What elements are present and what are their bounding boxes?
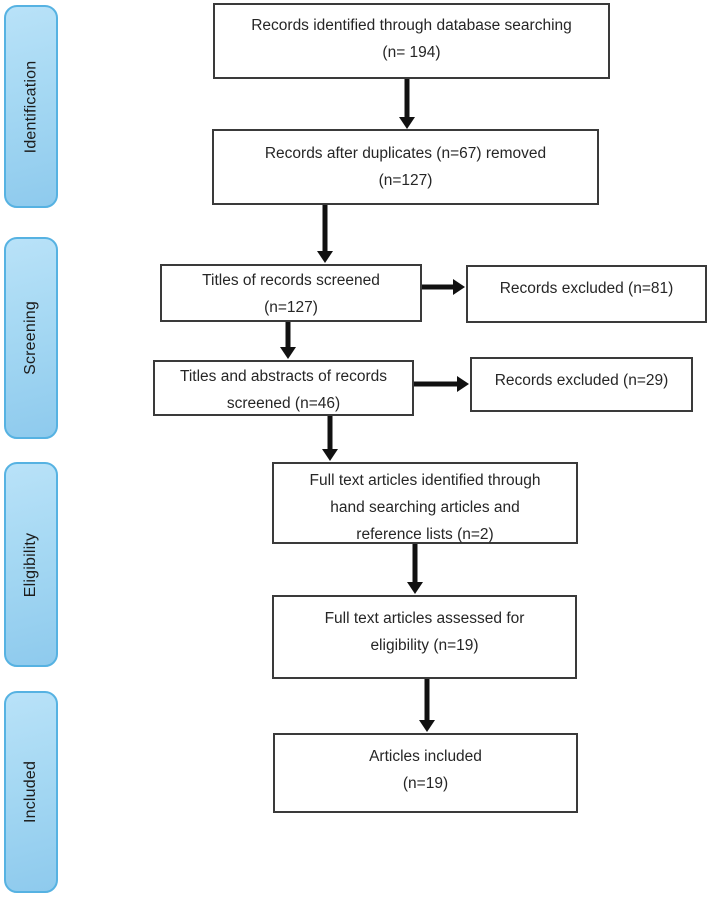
stage-eligibility-label: Eligibility: [22, 532, 40, 597]
flow-box-text: Full text articles assessed for: [324, 610, 525, 627]
flow-box-articles-included: Articles included (n=19): [273, 733, 578, 813]
flow-box-records-excluded-abstracts: Records excluded (n=29): [470, 357, 693, 412]
flow-box-text: Records excluded (n=81): [499, 280, 674, 297]
flow-box-records-excluded-titles: Records excluded (n=81): [466, 265, 707, 323]
stage-screening: Screening: [4, 237, 58, 439]
flow-box-text: hand searching articles and: [330, 499, 520, 516]
flow-box-text: Records identified through database sear…: [251, 17, 572, 34]
flow-box-titles-screened: Titles of records screened (n=127): [160, 264, 422, 322]
flow-box-text: Titles of records screened: [202, 272, 380, 289]
stage-eligibility: Eligibility: [4, 462, 58, 667]
flow-box-text: Articles included: [369, 748, 482, 765]
flow-box-hand-search: Full text articles identified through ha…: [272, 462, 578, 544]
flow-box-count: (n=19): [402, 775, 449, 792]
stage-identification: Identification: [4, 5, 58, 208]
arrow-identified-to-duplicates: [399, 79, 415, 129]
arrow-titles-to-abstracts: [280, 322, 296, 359]
flow-box-after-duplicates: Records after duplicates (n=67) removed …: [212, 129, 599, 205]
arrow-duplicates-to-titles: [317, 205, 333, 263]
flow-box-abstracts-screened: Titles and abstracts of records screened…: [153, 360, 414, 416]
flow-box-text: Records excluded (n=29): [494, 372, 669, 389]
flow-box-count: screened (n=46): [226, 395, 341, 412]
flow-box-count: (n=127): [264, 299, 318, 316]
stage-identification-label: Identification: [22, 60, 40, 153]
arrow-titles-to-excluded: [422, 279, 465, 295]
flow-box-count: (n=127): [378, 172, 433, 189]
flow-box-text: Records after duplicates (n=67) removed: [264, 145, 547, 162]
arrow-abstracts-to-excluded: [414, 376, 469, 392]
flow-box-count: (n= 194): [382, 44, 441, 61]
arrow-abstracts-to-handsearch: [322, 416, 338, 461]
arrow-assessed-to-included: [419, 679, 435, 732]
flow-box-records-identified: Records identified through database sear…: [213, 3, 610, 79]
flow-box-text: Full text articles identified through: [309, 472, 541, 489]
stage-screening-label: Screening: [22, 301, 40, 375]
stage-included-label: Included: [22, 760, 39, 824]
flow-box-count: eligibility (n=19): [370, 637, 479, 654]
flow-box-text: Titles and abstracts of records: [179, 368, 388, 385]
stage-included: Included: [4, 691, 58, 893]
flow-box-count: reference lists (n=2): [356, 526, 494, 543]
arrow-handsearch-to-assessed: [407, 544, 423, 594]
flow-box-assessed: Full text articles assessed for eligibil…: [272, 595, 577, 679]
